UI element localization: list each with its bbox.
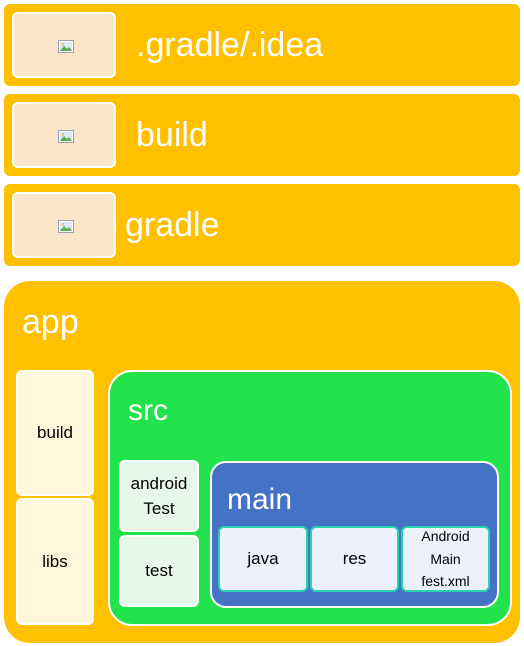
image-icon bbox=[58, 40, 74, 53]
libs-box: libs bbox=[16, 498, 94, 625]
res-label: res bbox=[342, 549, 367, 568]
test-label: test bbox=[145, 561, 173, 581]
android-test-line1: android bbox=[130, 473, 188, 493]
image-icon bbox=[58, 220, 74, 233]
manifest-line2: Main bbox=[430, 550, 461, 567]
manifest-line3: fest.xml bbox=[421, 573, 470, 590]
app-label: app bbox=[22, 303, 79, 341]
gradle-bar: gradle bbox=[4, 184, 520, 266]
android-test-line2: Test bbox=[143, 499, 175, 518]
main-folder: main java res Android Main fest.xml bbox=[210, 461, 499, 608]
bar-label: .gradle/.idea bbox=[136, 26, 324, 64]
main-label: main bbox=[227, 483, 293, 516]
java-label: java bbox=[247, 549, 279, 568]
build-bar: build bbox=[4, 94, 520, 176]
app-build-label: build bbox=[37, 423, 73, 442]
app-module: app build libs src android Test test mai… bbox=[4, 281, 520, 643]
android-test-box: android Test bbox=[119, 460, 199, 532]
res-box: res bbox=[310, 526, 399, 592]
bar-label: build bbox=[136, 116, 208, 154]
image-icon bbox=[58, 130, 74, 143]
gradle-idea-bar: .gradle/.idea bbox=[4, 4, 520, 86]
libs-label: libs bbox=[42, 551, 68, 571]
image-placeholder bbox=[12, 12, 116, 78]
image-placeholder bbox=[12, 102, 116, 168]
manifest-line1: Android bbox=[421, 528, 470, 545]
bar-label: gradle bbox=[125, 206, 220, 244]
app-build-box: build bbox=[16, 370, 94, 496]
manifest-box: Android Main fest.xml bbox=[401, 526, 490, 592]
src-label: src bbox=[128, 394, 168, 427]
src-folder: src android Test test main java res Andr… bbox=[108, 370, 512, 626]
image-placeholder bbox=[12, 192, 116, 258]
test-box: test bbox=[119, 535, 199, 607]
java-box: java bbox=[218, 526, 308, 592]
